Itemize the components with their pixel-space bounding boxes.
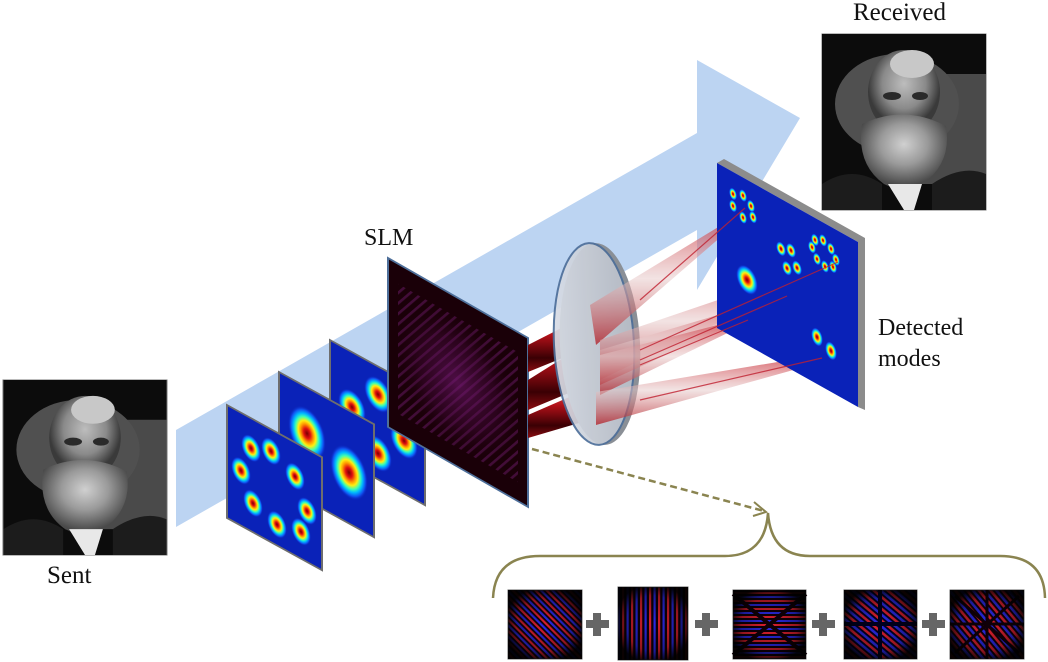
brace xyxy=(491,512,1047,599)
plus-sign xyxy=(695,613,718,636)
plus-sign xyxy=(922,613,945,636)
beam-lines xyxy=(639,207,839,401)
detected-modes-label: Detected modes xyxy=(878,313,963,375)
lobe xyxy=(261,437,281,466)
dashed-pointer xyxy=(531,447,765,513)
received-image xyxy=(821,33,987,211)
detected-modes-label-line2: modes xyxy=(878,346,941,372)
lobe xyxy=(241,434,261,463)
lobe xyxy=(267,510,287,539)
lobe xyxy=(243,489,263,518)
hologram-component-3 xyxy=(731,589,808,660)
received-label: Received xyxy=(853,0,947,26)
hologram-component-5 xyxy=(949,589,1025,660)
hologram-component-4 xyxy=(843,589,918,660)
detected-spot-two-lobe xyxy=(811,327,837,361)
input-mode-panel-1 xyxy=(226,403,323,572)
slm-panel xyxy=(387,256,529,509)
lobe xyxy=(291,517,311,546)
lobe xyxy=(231,456,251,485)
detected-modes-label-line1: Detected xyxy=(878,315,964,341)
detected-spot-single xyxy=(736,264,758,296)
sent-label: Sent xyxy=(47,562,92,589)
lobe xyxy=(330,444,368,501)
plus-sign xyxy=(812,613,835,636)
slm-label: SLM xyxy=(364,225,414,251)
lobe xyxy=(285,462,305,491)
sent-image xyxy=(2,379,168,556)
hologram-component-2 xyxy=(617,586,689,661)
detected-spot-six-lobe-ring xyxy=(729,187,757,224)
dashed-pointer-arrowhead xyxy=(752,501,769,517)
hologram-component-1 xyxy=(507,589,583,660)
lobe xyxy=(297,496,317,526)
lobe xyxy=(364,375,392,414)
detected-spot-four-lobe xyxy=(776,241,802,276)
detected-spot-eight-lobe-ring xyxy=(808,233,840,274)
plus-sign xyxy=(586,613,609,636)
